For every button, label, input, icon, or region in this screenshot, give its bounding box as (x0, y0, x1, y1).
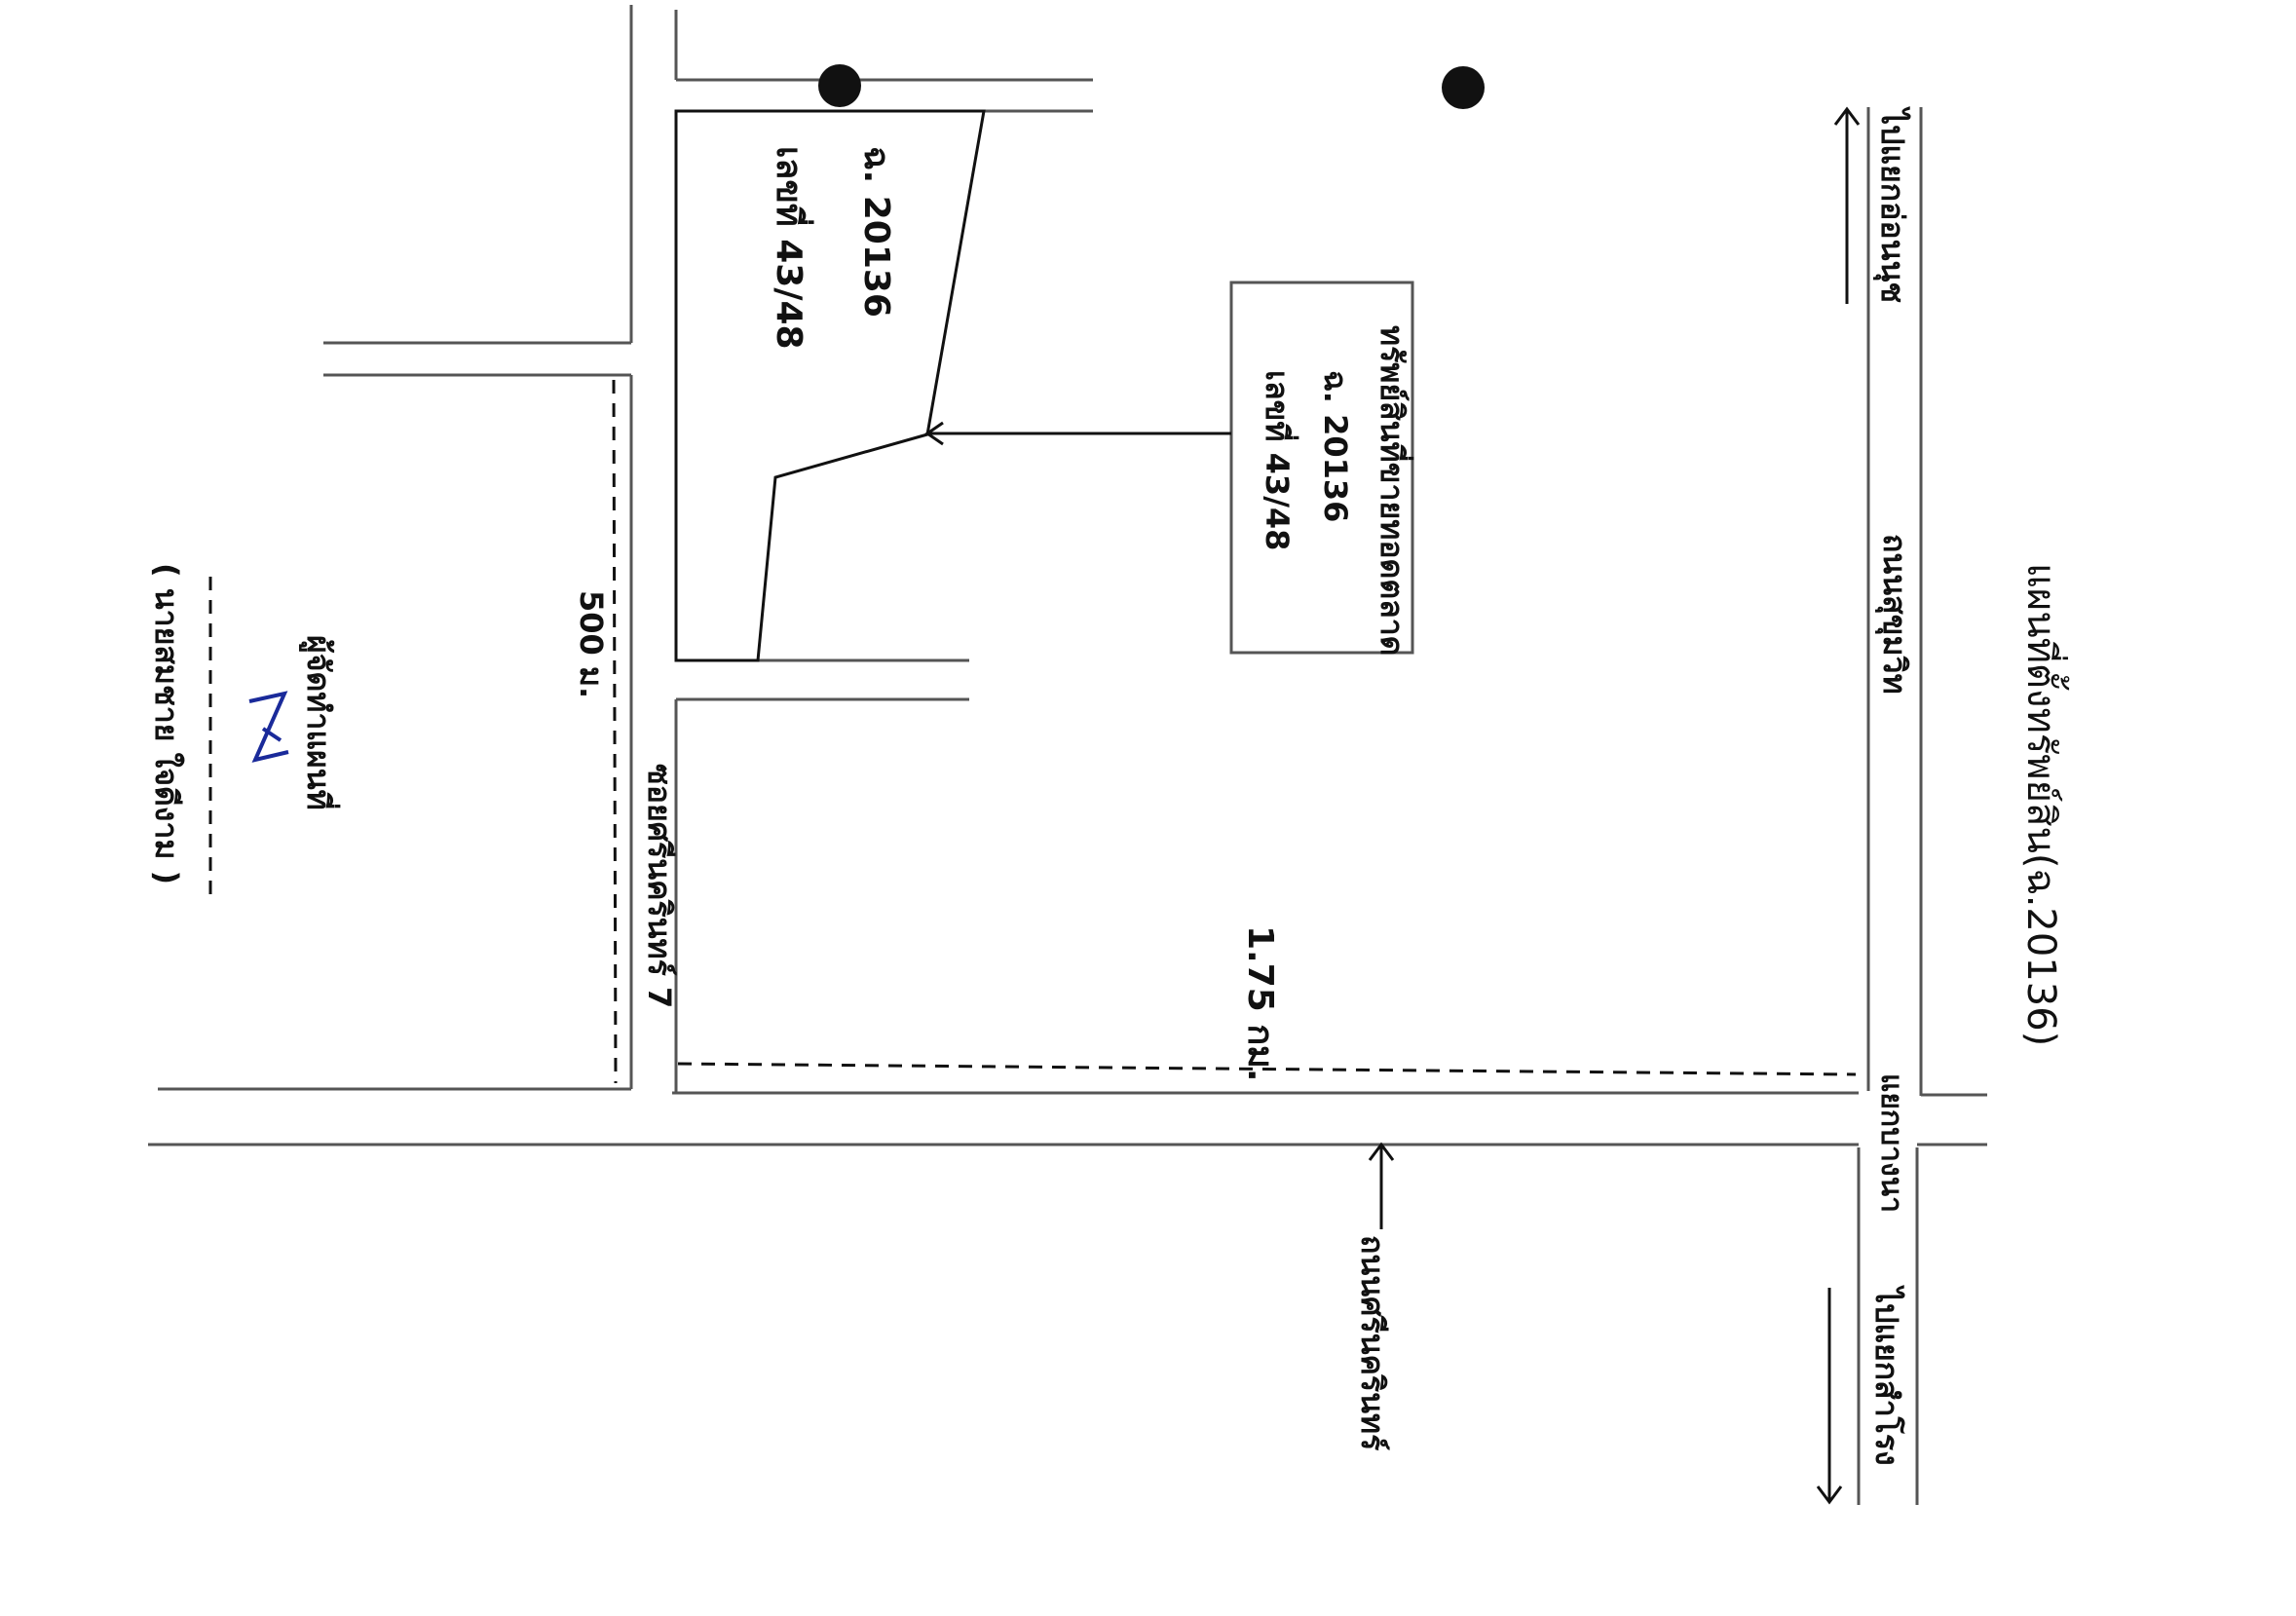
callout-arrow-head (924, 421, 944, 446)
callout-line-2: ฉ. 20136 (1317, 370, 1354, 522)
punch-hole-left (818, 64, 861, 107)
road-network (148, 5, 1987, 1505)
map-title: แผนที่ตั้งทรัพย์สิน(ฉ.20136) (2018, 563, 2070, 1046)
signature-caption: ผู้จัดทำแผนที่ (298, 635, 341, 810)
callout-line-3: เลขที่ 43/48 (1259, 370, 1299, 550)
main-distance-label: 1.75 กม. (1240, 925, 1280, 1082)
intersection-label: แยกบางนา (1874, 1073, 1908, 1213)
soi-distance-label: 500 ม. (573, 590, 610, 698)
punch-hole-right (1442, 66, 1485, 109)
south-arrow-head (1816, 1485, 1843, 1505)
to-north-label: ไปแยกอ่อนนุช (1872, 106, 1911, 303)
parcel-deed-label: ฉ. 20136 (856, 146, 896, 318)
signature-name: ( นายสมชาย ใจดีงาม ) (148, 563, 185, 884)
parcel-outline (674, 109, 986, 662)
main-road-label: ถนนสุขุมวิท (1874, 534, 1913, 695)
distance-line-main (677, 1062, 1857, 1076)
to-south-label: ไปแยกสำโรง (1868, 1285, 1905, 1466)
signature-mark (248, 691, 289, 763)
callout-box (1229, 281, 1414, 655)
callout-line-1: ทรัพย์สินที่ขายทอดตลาด (1374, 325, 1414, 656)
cross-road-arrow-head (1368, 1142, 1395, 1161)
soi-label: ซอยศรีนครินทร์ 7 (641, 764, 678, 1008)
north-arrow-head (1833, 106, 1861, 126)
distance-line-soi (612, 379, 618, 1084)
parcel-house-number-label: เลขที่ 43/48 (769, 146, 814, 350)
cross-road-label: ถนนศรีนครินทร์ (1354, 1235, 1391, 1450)
